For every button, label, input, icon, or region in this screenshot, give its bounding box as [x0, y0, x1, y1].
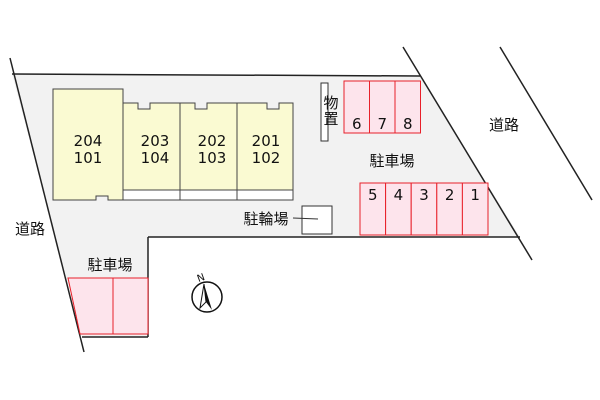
road-line-left [9, 57, 85, 353]
parking-space-number: 5 [368, 186, 378, 204]
parking-label-lower: 駐車場 [87, 256, 132, 274]
unit-label-bottom: 103 [198, 149, 227, 167]
parking-space-number: 7 [377, 115, 387, 133]
parking-left [67, 277, 149, 335]
parking-space [410, 182, 438, 236]
storage-label: 置 [323, 110, 338, 128]
parking-space [359, 182, 387, 236]
parking-space-number: 2 [445, 186, 455, 204]
leader-line [292, 217, 319, 220]
unit-label-bottom: 102 [252, 149, 281, 167]
compass-icon: N [191, 272, 223, 313]
road-line-right-2 [499, 46, 593, 201]
parking-space-number: 1 [470, 186, 480, 204]
parking-space-number: 6 [352, 115, 362, 133]
bicycle-parking [301, 205, 333, 235]
road-label-right: 道路 [489, 116, 519, 134]
parking-space [343, 80, 370, 134]
parking-space [394, 80, 421, 134]
road-label-left: 道路 [15, 220, 45, 238]
unit-label-bottom: 101 [74, 149, 103, 167]
parking-space-number: 4 [394, 186, 404, 204]
parking-space [461, 182, 489, 236]
unit-label-top: 201 [252, 132, 281, 150]
parking-space-number: 3 [419, 186, 429, 204]
storage [320, 82, 329, 142]
svg-text:N: N [196, 272, 207, 285]
building [52, 88, 294, 201]
unit-label-top: 203 [141, 132, 170, 150]
parking-label: 駐車場 [369, 152, 414, 170]
unit-label-top: 202 [198, 132, 227, 150]
lot-top-edge [11, 73, 421, 77]
parking-space-number: 8 [403, 115, 413, 133]
road-line-right-1 [402, 46, 533, 261]
parking-space [436, 182, 463, 236]
storage-label: 物 [323, 94, 338, 112]
unit-label-bottom: 104 [141, 149, 170, 167]
bicycle-parking-label: 駐輪場 [243, 210, 288, 228]
unit-label-top: 204 [74, 132, 103, 150]
parking-space [369, 80, 396, 134]
